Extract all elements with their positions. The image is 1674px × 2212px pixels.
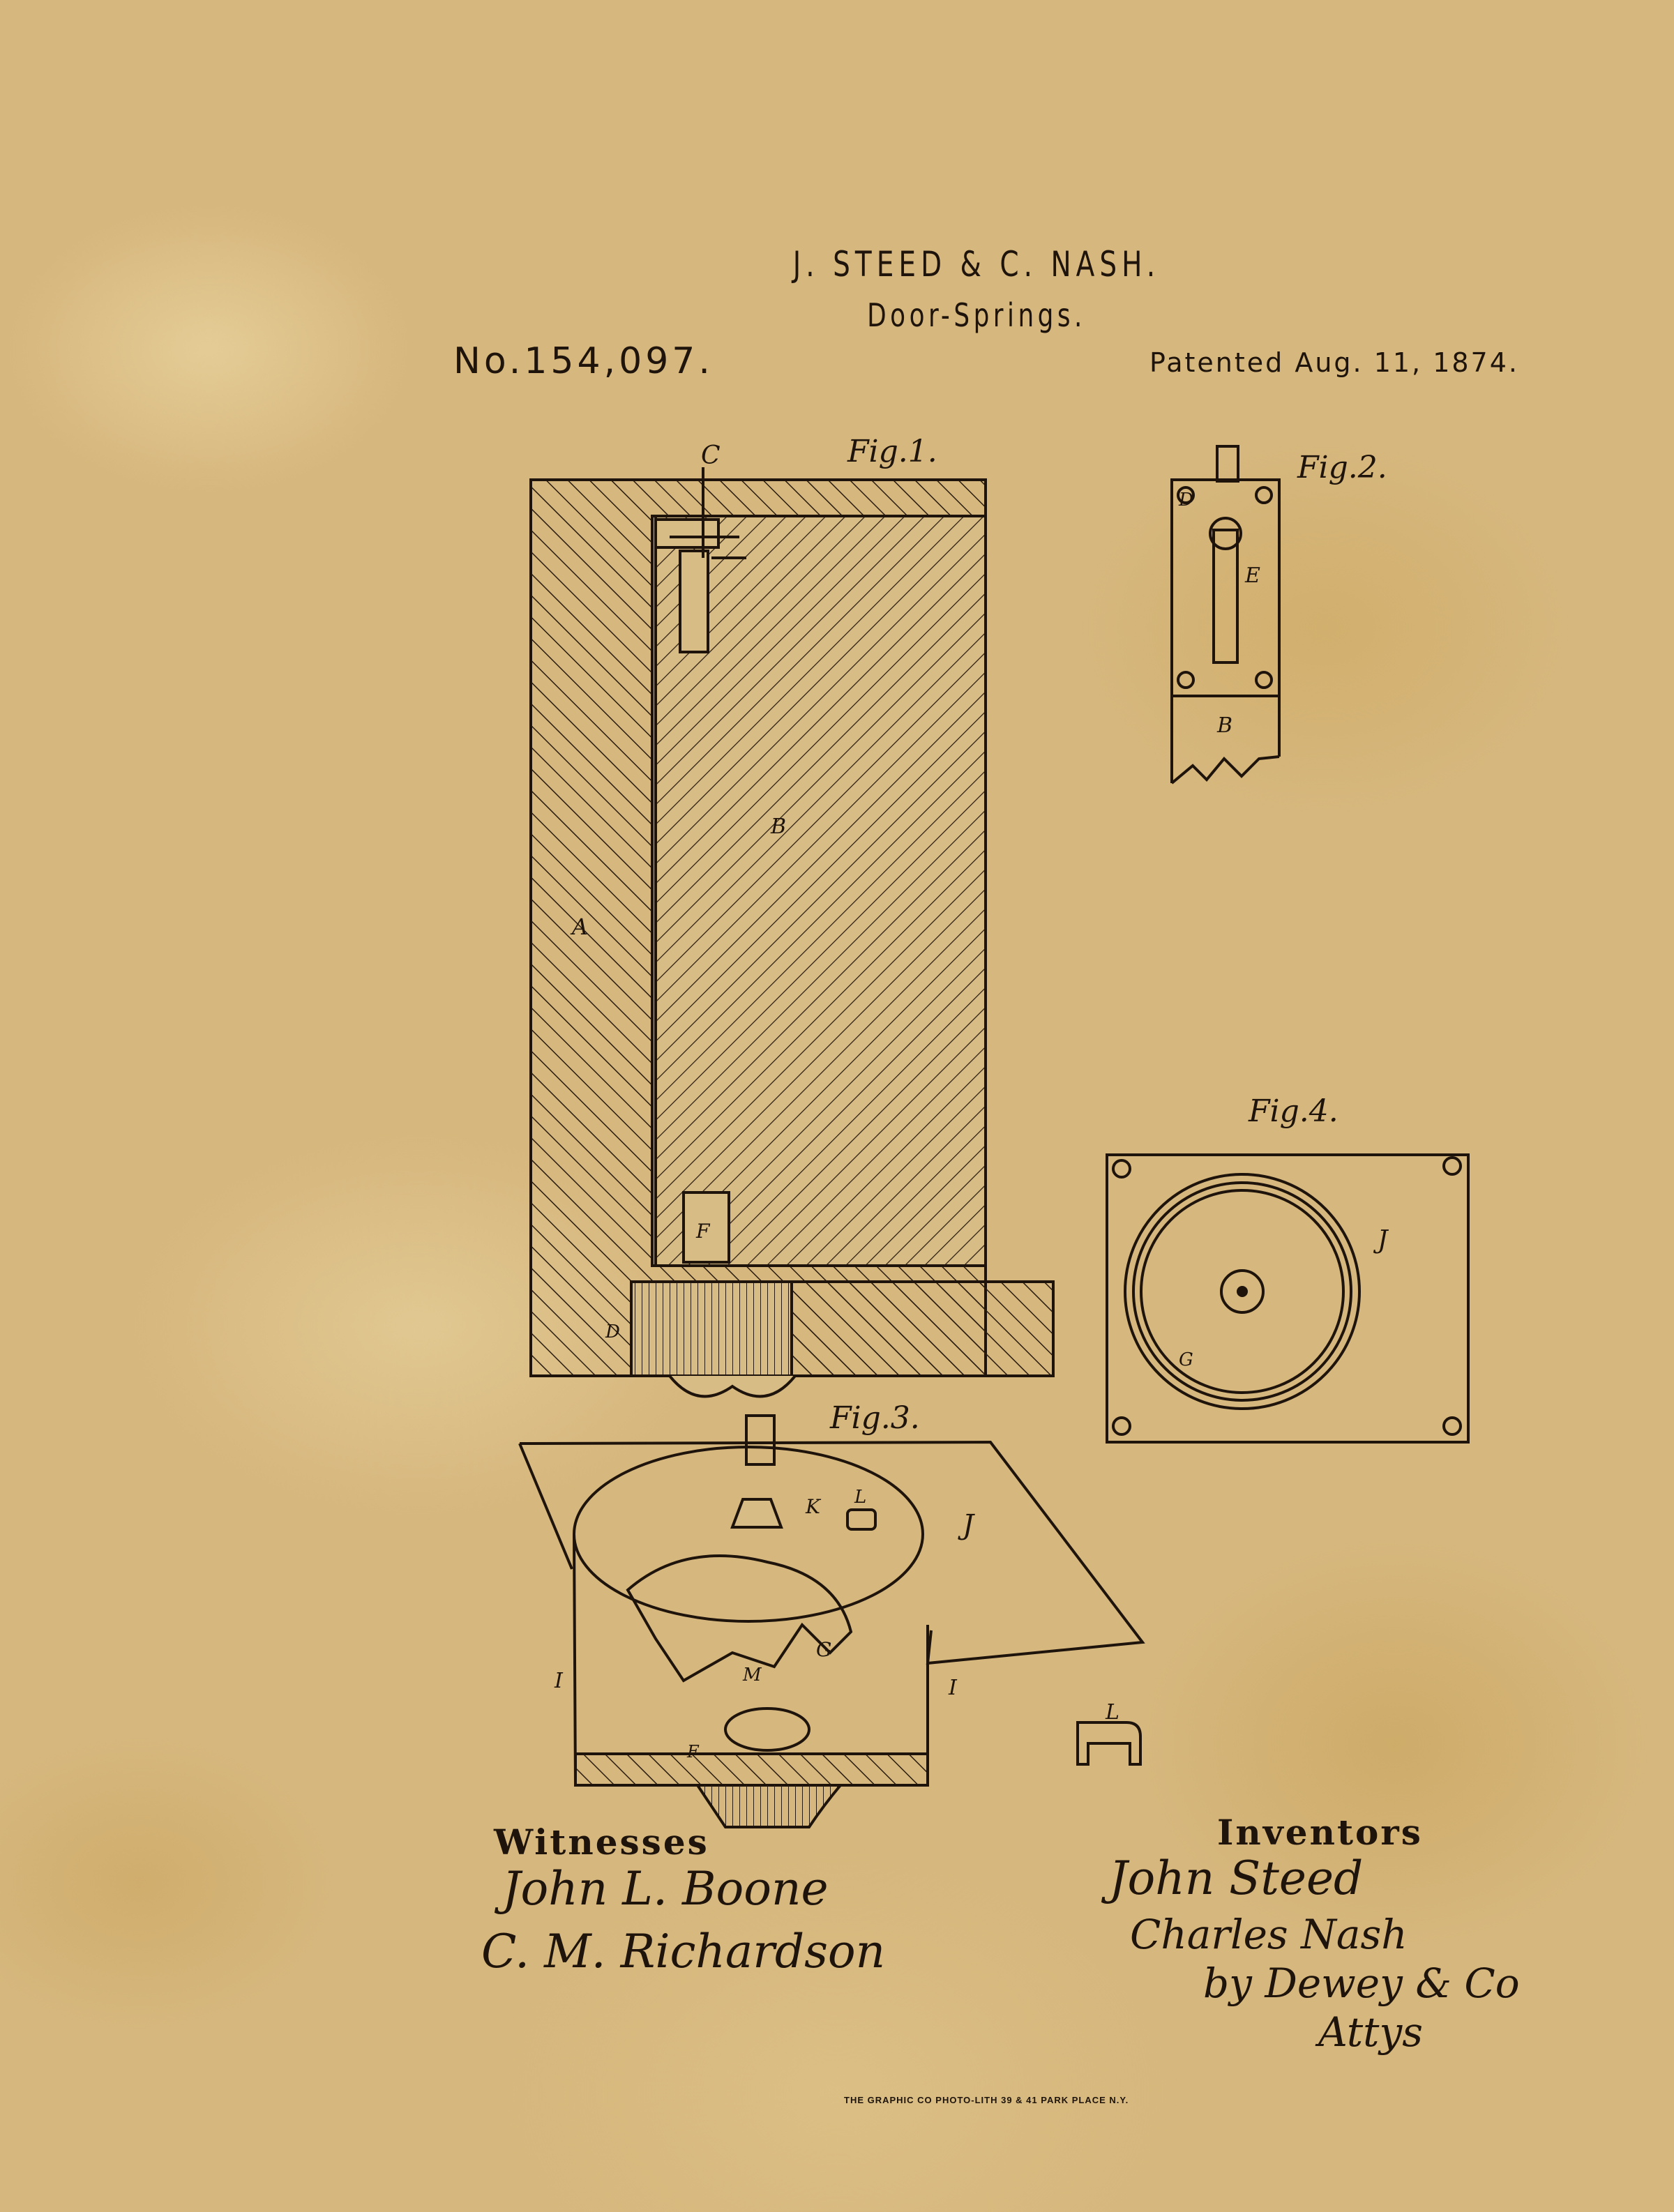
fig4-letter-g: G xyxy=(1179,1349,1193,1370)
witnesses-heading: Witnesses xyxy=(494,1821,709,1863)
fig2-label: Fig.2. xyxy=(1297,450,1387,485)
patent-inventors-title: J. STEED & C. NASH. xyxy=(792,244,1161,285)
fig1-letter-f: F xyxy=(695,1220,711,1243)
witness-signature-2: C. M. Richardson xyxy=(481,1925,886,1978)
fig2-letter-b: B xyxy=(1216,713,1232,738)
fig3-letter-i: I xyxy=(554,1669,564,1693)
figure-3 xyxy=(518,1414,1145,1828)
fig1-letter-d: D xyxy=(605,1321,620,1342)
invention-title: Door-Springs. xyxy=(867,296,1086,334)
fig3-letter-k: K xyxy=(805,1495,822,1518)
attorney-signature: by Dewey & Co xyxy=(1203,1960,1520,2007)
fig1-label: Fig.1. xyxy=(847,434,937,469)
attorney-label: Attys xyxy=(1318,2008,1424,2056)
fig3-letter-f: F xyxy=(686,1742,700,1762)
figure-2 xyxy=(1170,445,1281,785)
fig4-letter-j: J xyxy=(1373,1226,1389,1255)
printer-imprint: THE GRAPHIC CO PHOTO-LITH 39 & 41 PARK P… xyxy=(844,2095,1129,2105)
fig3-letter-g: G xyxy=(816,1638,831,1661)
fig1-letter-c: C xyxy=(701,441,721,470)
inventor-signature-1: John Steed xyxy=(1109,1851,1364,1905)
fig3-letter-l-loose: L xyxy=(1105,1700,1119,1725)
figure-1 xyxy=(529,467,1055,1398)
fig3-letter-j: J xyxy=(958,1509,975,1541)
figure-4 xyxy=(1106,1153,1470,1444)
fig3-letter-i-right: I xyxy=(948,1676,958,1700)
inventor-signature-2: Charles Nash xyxy=(1130,1911,1408,1958)
fig3-letter-m: M xyxy=(742,1665,762,1685)
witness-signature-1: John L. Boone xyxy=(502,1862,829,1916)
fig4-label: Fig.4. xyxy=(1248,1093,1339,1129)
patent-date: Patented Aug. 11, 1874. xyxy=(1149,347,1519,378)
fig3-label: Fig.3. xyxy=(829,1400,920,1436)
fig1-letter-b: B xyxy=(770,815,786,839)
fig1-letter-a: A xyxy=(570,914,588,940)
fig2-letter-d: D xyxy=(1178,490,1193,510)
fig2-letter-e: E xyxy=(1244,563,1260,588)
inventors-heading: Inventors xyxy=(1217,1812,1423,1853)
patent-number: No.154,097. xyxy=(453,340,714,382)
fig3-letter-l: L xyxy=(854,1487,866,1508)
